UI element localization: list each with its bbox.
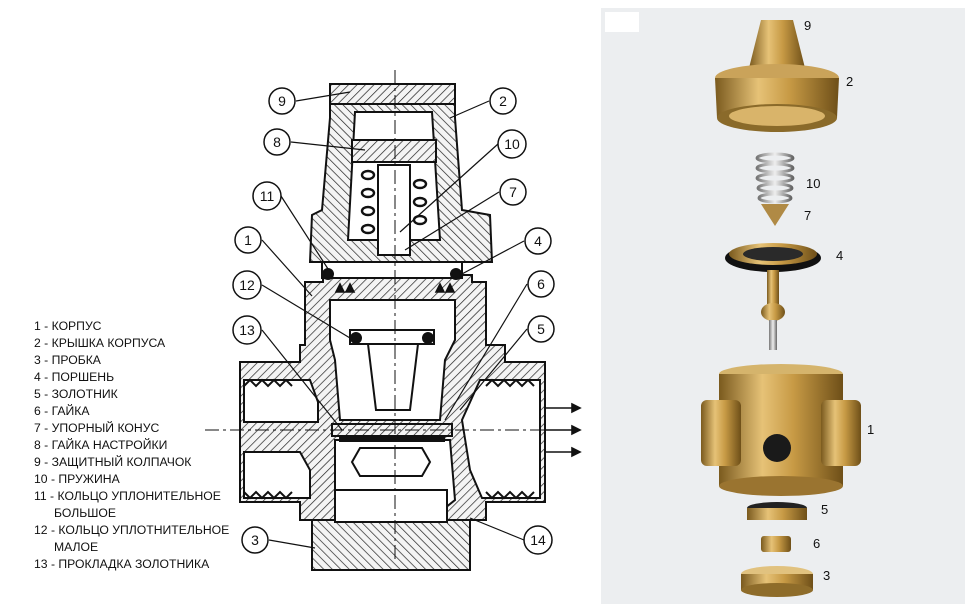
photo-label-7: 7 (804, 208, 812, 223)
callout-4: 4 (524, 227, 552, 255)
callout-13: 13 (232, 315, 262, 345)
callout-3: 3 (241, 526, 269, 554)
callout-1-label: 1 (244, 232, 252, 248)
legend-item: 11 - КОЛЬЦО УПЛОНИТЕЛЬНОЕ (34, 489, 221, 503)
legend-item: 3 - ПРОБКА (34, 353, 101, 367)
parts-legend: 1 - КОРПУС 2 - КРЫШКА КОРПУСА 3 - ПРОБКА… (34, 318, 229, 573)
callout-6-label: 6 (537, 276, 545, 292)
callout-7-label: 7 (509, 184, 517, 200)
callout-7: 7 (499, 178, 527, 206)
callout-14: 14 (523, 525, 553, 555)
exploded-parts-photo: 9 2 10 7 4 1 5 6 3 (601, 8, 965, 604)
callout-5-label: 5 (537, 321, 545, 337)
photo-label-1: 1 (867, 422, 875, 437)
callout-5: 5 (527, 315, 555, 343)
photo-label-9: 9 (804, 18, 812, 33)
photo-label-4: 4 (836, 248, 844, 263)
callout-8: 8 (263, 128, 291, 156)
legend-item: 7 - УПОРНЫЙ КОНУС (34, 421, 160, 435)
part-cap-9 (749, 20, 805, 68)
part-cone-7 (761, 204, 789, 226)
callout-14-label: 14 (530, 532, 546, 548)
photo-corner-patch (605, 12, 639, 32)
legend-item: 5 - ЗОЛОТНИК (34, 387, 118, 401)
callout-11-label: 11 (260, 188, 275, 204)
callout-10: 10 (497, 129, 527, 159)
photo-label-5: 5 (821, 502, 829, 517)
photo-label-10: 10 (806, 176, 821, 191)
callout-12: 12 (232, 270, 262, 300)
callout-group: 9 2 8 10 11 7 1 4 12 6 13 5 3 14 (232, 87, 555, 555)
callout-3-label: 3 (251, 532, 259, 548)
part-body-1 (701, 364, 861, 496)
legend-item: 12 - КОЛЬЦО УПЛОТНИТЕЛЬНОЕ (34, 523, 230, 537)
legend-item: 6 - ГАЙКА (34, 404, 90, 418)
callout-leaders (261, 91, 528, 549)
callout-8-label: 8 (273, 134, 281, 150)
legend-item: 13 - ПРОКЛАДКА ЗОЛОТНИКА (34, 557, 210, 571)
callout-4-label: 4 (534, 233, 542, 249)
center-lines (205, 70, 570, 560)
valve-body-section (239, 83, 546, 571)
legend-item: 2 - КРЫШКА КОРПУСА (34, 336, 166, 350)
legend-item: 4 - ПОРШЕНЬ (34, 370, 115, 384)
legend-item: 10 - ПРУЖИНА (34, 472, 120, 486)
photo-label-3: 3 (823, 568, 831, 583)
photo-label-2: 2 (846, 74, 854, 89)
callout-2: 2 (489, 87, 517, 115)
legend-item-continuation: БОЛЬШОЕ (54, 506, 116, 520)
part-spring-10 (755, 152, 795, 204)
callout-1: 1 (234, 226, 262, 254)
part-nut-6 (761, 536, 791, 552)
valve-cross-section-diagram: 9 2 8 10 11 7 1 4 12 6 13 5 3 14 (205, 70, 582, 571)
legend-item: 8 - ГАЙКА НАСТРОЙКИ (34, 438, 168, 452)
flow-arrows (334, 282, 582, 458)
exploded-parts-illustration (605, 12, 861, 597)
legend-item: 9 - ЗАЩИТНЫЙ КОЛПАЧОК (34, 455, 192, 469)
legend-item: 1 - КОРПУС (34, 319, 102, 333)
legend-item-continuation: МАЛОЕ (54, 540, 99, 554)
callout-12-label: 12 (239, 277, 255, 293)
callout-6: 6 (527, 270, 555, 298)
callout-11: 11 (252, 181, 282, 211)
callout-9: 9 (268, 87, 296, 115)
callout-2-label: 2 (499, 93, 507, 109)
callout-13-label: 13 (239, 322, 255, 338)
callout-10-label: 10 (504, 136, 520, 152)
callout-9-label: 9 (278, 93, 286, 109)
photo-label-6: 6 (813, 536, 821, 551)
